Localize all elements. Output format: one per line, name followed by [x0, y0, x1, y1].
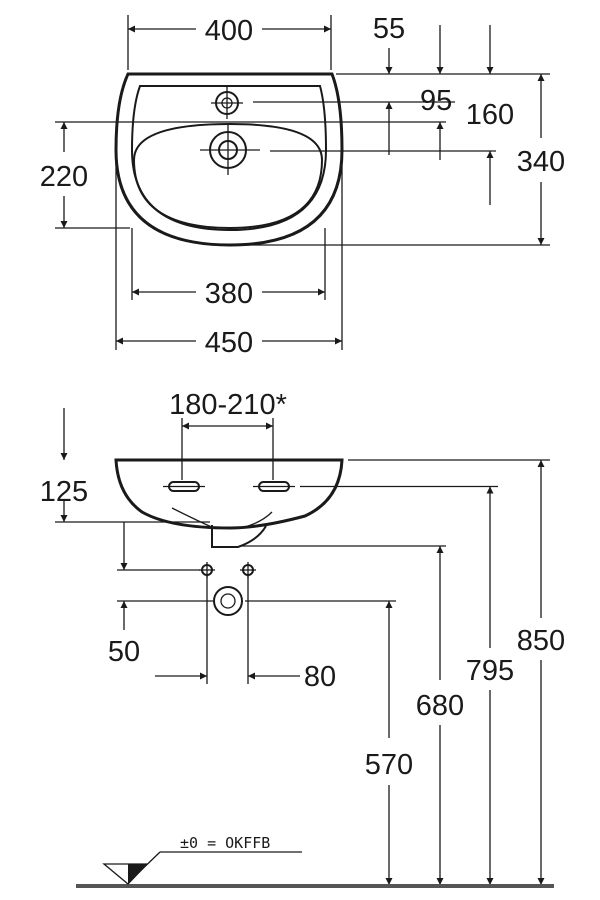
dim-height-125: 125: [40, 476, 88, 508]
dim-depth-95: 95: [420, 85, 452, 117]
dim-depth-160: 160: [466, 99, 514, 131]
floor-reference-label: ±0 = OKFFB: [180, 834, 270, 852]
dim-height-680: 680: [416, 690, 464, 722]
siphon-stub: [211, 525, 267, 548]
dim-bowl-380: 380: [205, 278, 253, 310]
front-view: 180-210* 125 50 80 570 680 795 850: [40, 389, 565, 888]
dim-depth-55: 55: [373, 13, 405, 45]
basin-inner-curve-right: [244, 511, 273, 528]
dim-depth-340: 340: [517, 146, 565, 178]
dim-spacing-50: 50: [108, 636, 140, 668]
waste-connection-outer: [213, 586, 243, 616]
basin-bowl: [132, 122, 324, 230]
dim-height-570: 570: [365, 749, 413, 781]
dim-width-450: 450: [205, 327, 253, 359]
dim-spacing-80: 80: [304, 661, 336, 693]
dim-depth-220: 220: [40, 161, 88, 193]
waste-connection-inner: [220, 593, 236, 609]
dim-width-400: 400: [205, 15, 253, 47]
dim-height-850: 850: [517, 625, 565, 657]
basin-front-outline: [114, 458, 344, 530]
basin-rim-inner: [130, 85, 328, 232]
basin-inner-curve-left: [171, 507, 215, 529]
top-view: 400 55 95 160 340 220 380 450: [40, 13, 565, 359]
dim-bracket-spacing: 180-210*: [169, 389, 287, 421]
dim-height-795: 795: [466, 655, 514, 687]
